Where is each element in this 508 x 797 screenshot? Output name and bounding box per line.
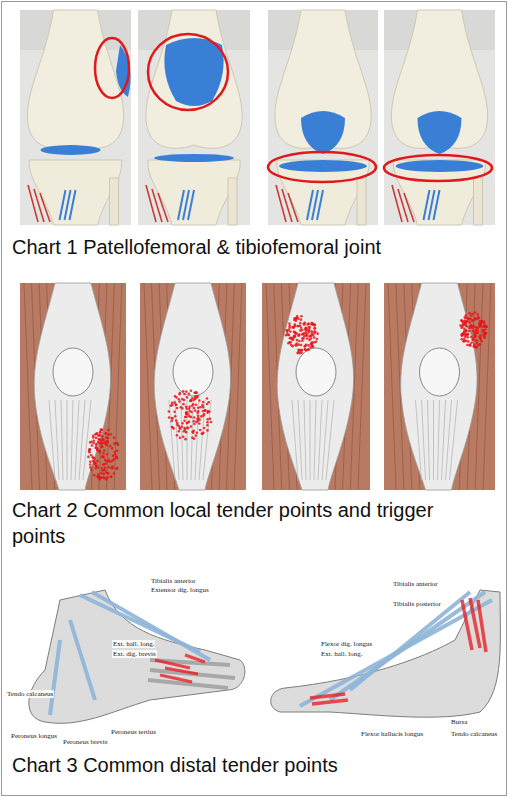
anatomy-label: Ext. hall. long. xyxy=(112,640,155,648)
figure-caption: Chart 1 Patellofemoral & tibiofemoral jo… xyxy=(12,234,502,260)
foot-drawings xyxy=(29,590,501,723)
anatomy-label: Ext. hall. long. xyxy=(320,650,363,658)
anatomy-label: Tibialis anterior xyxy=(150,577,197,585)
highlight-ring xyxy=(384,155,492,181)
muscle-drawing xyxy=(140,283,246,490)
anatomy-label: Tibialis posterior xyxy=(392,600,442,608)
highlight-ring xyxy=(268,152,376,182)
foot-outline xyxy=(271,590,501,717)
knee-photo xyxy=(384,10,495,225)
anatomy-label: Ext. dig. brevis xyxy=(112,650,157,658)
muscle-drawing xyxy=(20,283,126,490)
anatomy-label: Tendo calcaneus xyxy=(6,690,54,698)
knee-photo xyxy=(268,10,378,225)
anatomy-label: Peroneus longus xyxy=(10,732,58,740)
figure-caption: Chart 2 Common local tender points and t… xyxy=(12,497,442,549)
knee-photos xyxy=(20,10,495,225)
anatomy-label: Peroneus tertius xyxy=(110,728,157,736)
anatomy-label: Flexor dig. longus xyxy=(320,640,373,648)
muscle-drawings xyxy=(20,283,495,490)
muscle-drawing xyxy=(384,283,495,490)
figure-caption: Chart 3 Common distal tender points xyxy=(12,752,502,778)
anatomy-label: Tendo calcaneus xyxy=(450,730,498,738)
anatomy-label: Flexor hallucis longus xyxy=(360,730,424,738)
anatomy-label: Extensor dig. longus xyxy=(150,586,210,594)
anatomy-label: Peroneus brevis xyxy=(62,738,109,746)
anatomy-label: Bursa xyxy=(450,718,468,726)
highlight-ring xyxy=(95,38,129,98)
anatomy-label: Tibialis anterior xyxy=(392,580,439,588)
knee-photo xyxy=(138,10,250,225)
muscle-drawing xyxy=(262,283,370,490)
foot-outline xyxy=(29,590,245,723)
knee-photo xyxy=(20,10,131,225)
highlight-ring xyxy=(148,34,228,110)
